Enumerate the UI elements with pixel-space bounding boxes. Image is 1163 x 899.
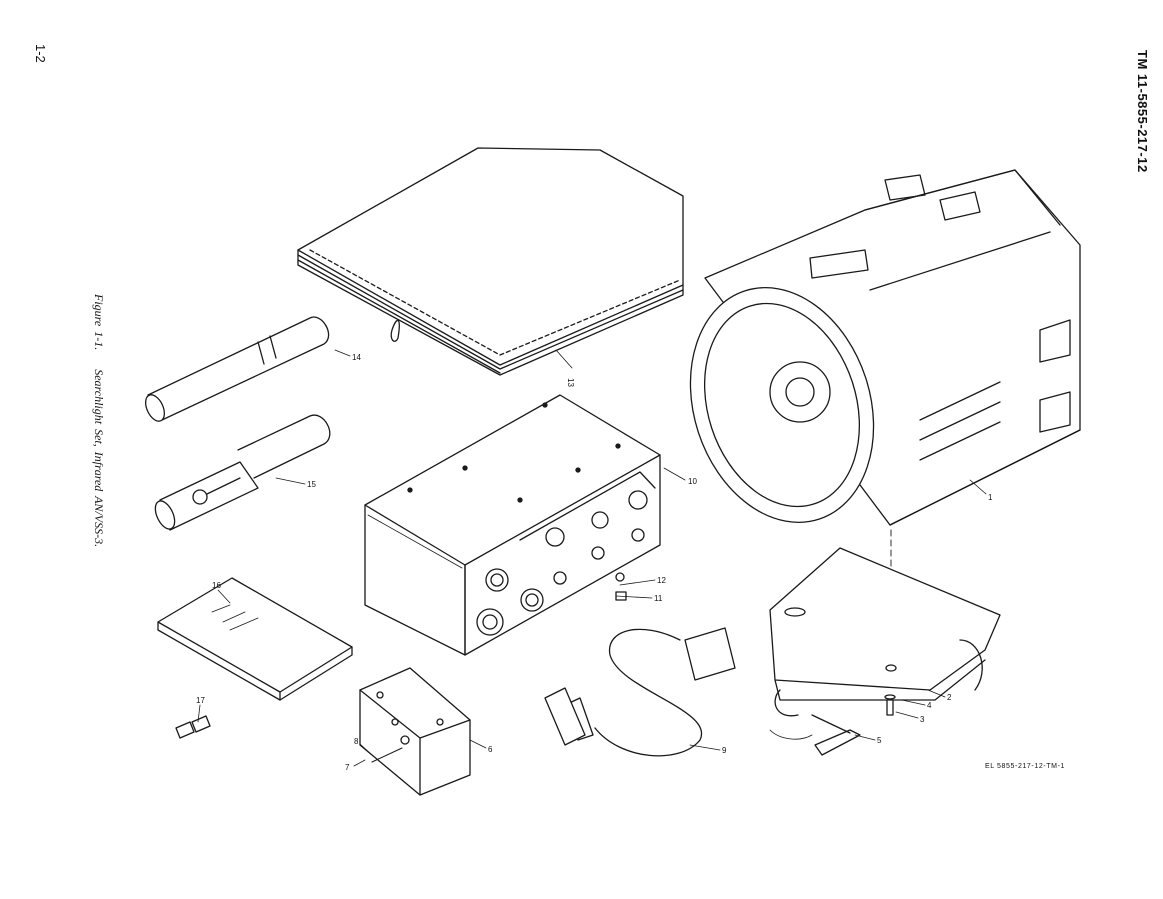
items-3-4-5-hardware	[769, 694, 896, 756]
item-13-cover	[297, 147, 684, 376]
item-9-cable	[544, 627, 736, 757]
callout-11: 11	[654, 594, 663, 603]
callout-6: 6	[488, 745, 493, 754]
drawing-code: EL 5855-217-12-TM-1	[985, 763, 1066, 770]
callout-2: 2	[947, 693, 952, 702]
item-1-searchlight	[689, 169, 1081, 526]
callout-1: 1	[988, 493, 993, 502]
callout-17: 17	[196, 696, 205, 705]
item-14-tube	[144, 316, 330, 422]
item-16-manual	[157, 577, 353, 701]
callout-14: 14	[352, 353, 361, 362]
callout-9: 9	[722, 746, 727, 755]
items-11-12-fittings	[615, 572, 627, 601]
callout-7: 7	[345, 763, 350, 772]
callout-10: 10	[688, 477, 697, 486]
callout-12: 12	[657, 576, 666, 585]
callout-5: 5	[877, 736, 882, 745]
callout-8: 8	[354, 737, 359, 746]
callout-15: 15	[307, 480, 316, 489]
callout-3: 3	[920, 715, 925, 724]
callout-labels: 1 2 3 4 5 6 7 8 9 10 11 12 13 14 15 16 1…	[196, 353, 993, 772]
item-6-junction-box	[359, 667, 471, 796]
item-10-power-supply	[364, 394, 661, 656]
callout-13: 13	[566, 378, 575, 387]
item-2-mounting-bracket	[769, 547, 1001, 717]
callout-4: 4	[927, 701, 932, 710]
callout-16: 16	[212, 581, 221, 590]
item-15-lamp	[154, 414, 331, 531]
leader-lines	[197, 349, 987, 767]
item-17-fuses	[175, 715, 211, 739]
